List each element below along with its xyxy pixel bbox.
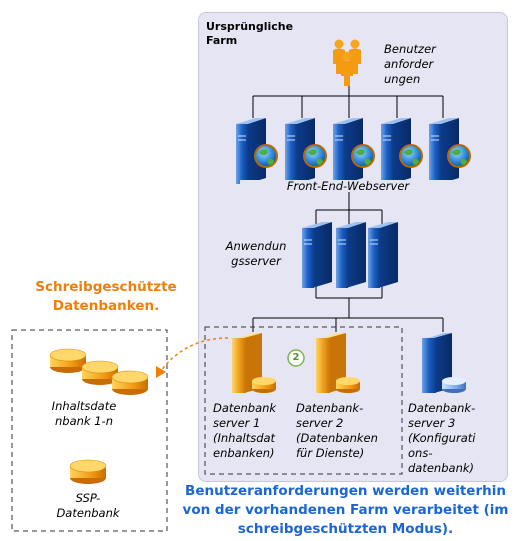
farm-title: Ursprüngliche Farm [206, 20, 294, 47]
step-badge [287, 349, 305, 367]
web-server-icon [428, 117, 471, 185]
db-server-3-label: Datenbank-server 3 (Konfigurati ons-date… [408, 401, 476, 475]
db-server-2-label: Datenbank-server 2 (Datenbanken für Dien… [296, 401, 378, 460]
app-server-icon [301, 221, 333, 289]
web-server-icon [284, 117, 327, 185]
database-server-1-icon [232, 333, 276, 393]
readonly-databases-box [11, 329, 168, 532]
content-databases-icon [49, 348, 149, 396]
user-group-icon [333, 39, 361, 86]
frontend-label: Front-End-Webserver [286, 179, 410, 193]
step-number: 2 [292, 352, 300, 363]
application-server-label: Anwendun gsserver [225, 239, 287, 268]
web-server-icon [235, 117, 278, 185]
application-servers [301, 221, 399, 289]
users-label: Benutzer anforder ungen [384, 42, 436, 86]
ssp-database-icon [69, 459, 107, 485]
readonly-databases-heading: Schreibgeschützte Datenbanken. [35, 279, 177, 314]
readonly-arrow [156, 337, 229, 378]
web-server-icon [332, 117, 375, 185]
front-end-web-servers [235, 117, 471, 185]
database-server-3-icon [422, 333, 466, 393]
database-servers-box [204, 326, 403, 475]
ssp-database-label: SSP-Datenbank [56, 491, 120, 520]
content-databases-label: Inhaltsdate nbank 1-n [51, 399, 117, 428]
app-server-icon [367, 221, 399, 289]
web-server-icon [380, 117, 423, 185]
frontend-label-bg [240, 180, 456, 192]
app-server-icon [335, 221, 367, 289]
caption: Benutzeranforderungen werden weiterhin v… [182, 483, 509, 537]
database-server-2-icon [316, 333, 360, 393]
db-server-1-label: Datenbank server 1 (Inhaltsdat enbanken) [213, 401, 277, 460]
